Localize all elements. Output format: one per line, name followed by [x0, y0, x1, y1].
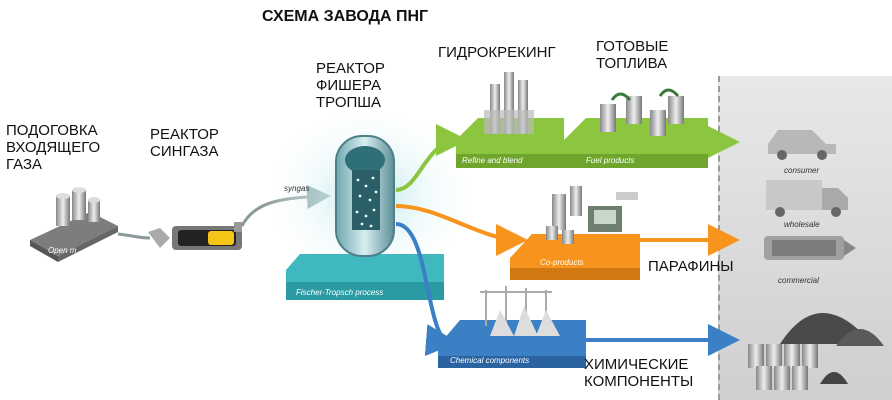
refine-platform: [456, 72, 564, 168]
diagram-title: СХЕМА ЗАВОДА ПНГ: [262, 8, 429, 25]
label-hydrocracking: ГИДРОКРЕКИНГ: [438, 44, 556, 61]
label-paraffins: ПАРАФИНЫ: [648, 258, 734, 275]
label-syngas-reactor: РЕАКТОР СИНГАЗА: [150, 126, 219, 160]
caption-syngas: syngas: [284, 184, 310, 193]
arrow-to-refine: [395, 124, 468, 192]
truck-icon: [766, 180, 848, 217]
caption-open: Open m: [48, 246, 77, 255]
coproducts-platform: [510, 186, 640, 280]
gas-prep-unit: [30, 187, 118, 262]
caption-wholesale: wholesale: [784, 220, 820, 229]
fuel-platform: [564, 88, 708, 168]
caption-ft-process: Fischer-Tropsch process: [296, 288, 384, 297]
ft-reactor-vessel: [335, 135, 395, 257]
caption-chemical-components: Chemical components: [450, 356, 530, 365]
syngas-reactor-unit: [148, 222, 242, 250]
caption-fuel-products: Fuel products: [586, 156, 635, 165]
barrels-icon: [748, 313, 884, 390]
car-icon: [768, 130, 836, 160]
label-fuels: ГОТОВЫЕ ТОПЛИВА: [596, 38, 669, 72]
chemicals-platform: [438, 286, 586, 368]
ft-process-platform: [286, 254, 444, 300]
label-chemicals: ХИМИЧЕСКИЕ КОМПОНЕНТЫ: [584, 356, 694, 390]
caption-commercial: commercial: [778, 276, 819, 285]
pipe-gas: [117, 232, 151, 240]
label-gas-prep: ПОДОГОВКА ВХОДЯЩЕГО ГАЗА: [6, 122, 101, 173]
arrow-to-chemicals: [395, 222, 458, 356]
industrial-icon: [764, 236, 856, 260]
caption-co-products: Co-products: [540, 258, 584, 267]
caption-consumer: consumer: [784, 166, 820, 175]
arrow-to-coproducts: [395, 204, 528, 256]
label-ft-reactor: РЕАКТОР ФИШЕРА ТРОПША: [316, 60, 385, 111]
caption-refine: Refine and blend: [462, 156, 523, 165]
